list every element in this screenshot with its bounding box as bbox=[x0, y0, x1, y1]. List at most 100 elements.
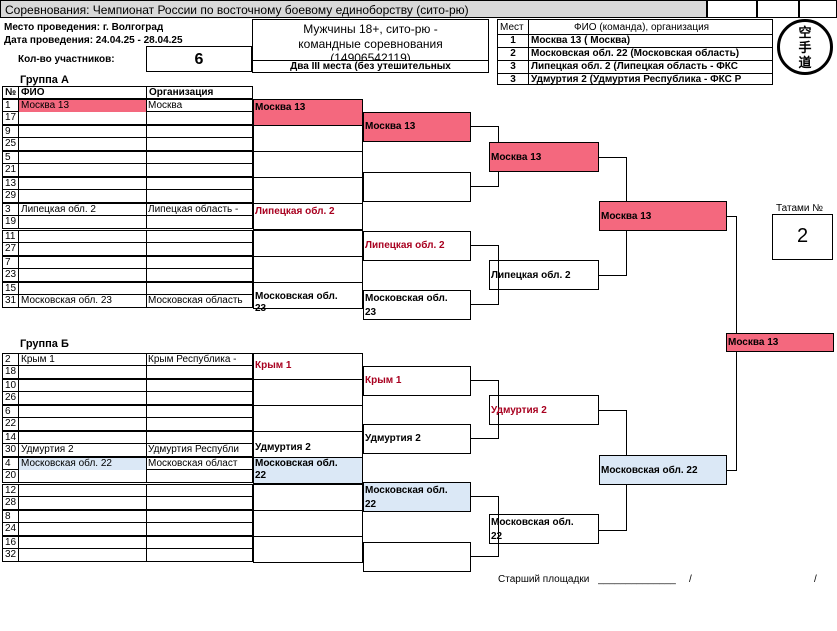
r1-a-box bbox=[253, 177, 363, 204]
row-name bbox=[19, 257, 146, 269]
row-name bbox=[19, 366, 146, 378]
r1-a-box bbox=[253, 256, 363, 283]
referee-separator-1: / bbox=[689, 574, 692, 585]
table-row: 16 bbox=[2, 536, 253, 549]
r4-box-label: Московская обл. 22 bbox=[601, 465, 698, 476]
results-name-4: Удмуртия 2 (Удмуртия Республика - ФКС Р bbox=[531, 74, 742, 85]
results-place-2: 2 bbox=[510, 48, 516, 59]
row-number: 13 bbox=[5, 178, 17, 189]
r2-box-label: Крым 1 bbox=[365, 375, 402, 386]
row-name bbox=[19, 380, 146, 392]
table-row: 14 bbox=[2, 431, 253, 444]
row-number: 1 bbox=[5, 100, 11, 111]
table-row: 20 bbox=[2, 470, 253, 483]
r1-b-box bbox=[253, 379, 363, 406]
row-number: 22 bbox=[5, 418, 17, 429]
r4-box: Московская обл. 22 bbox=[599, 455, 727, 485]
table-row: 28 bbox=[2, 497, 253, 510]
r1-b-box: Крым 1 bbox=[253, 353, 363, 380]
r2-box: Московская обл.22 bbox=[363, 482, 471, 512]
r1-a-box bbox=[253, 230, 363, 257]
row-name bbox=[19, 418, 146, 430]
table-row: 19 bbox=[2, 216, 253, 229]
r2-box: Липецкая обл. 2 bbox=[363, 231, 471, 261]
tatami-box: 2 bbox=[772, 214, 833, 260]
row-number: 6 bbox=[5, 406, 11, 417]
results-name-2: Московская обл. 22 (Московская область) bbox=[531, 48, 740, 59]
r1-b-box-label: Крым 1 bbox=[255, 360, 292, 371]
table-row: 13 bbox=[2, 177, 253, 190]
row-number: 20 bbox=[5, 470, 17, 481]
r2-box-label: Липецкая обл. 2 bbox=[365, 240, 445, 251]
r1-b-box: Удмуртия 2 bbox=[253, 431, 363, 458]
row-name bbox=[19, 243, 146, 255]
row-name bbox=[19, 537, 146, 549]
r1-b-box-label: Удмуртия 2 bbox=[255, 442, 311, 453]
row-number: 32 bbox=[5, 549, 17, 560]
r1-a-box bbox=[253, 125, 363, 152]
r3-box: Московская обл.22 bbox=[489, 514, 599, 544]
row-name bbox=[19, 523, 146, 535]
row-name bbox=[19, 549, 146, 561]
row-org: Удмуртия Республи bbox=[148, 444, 240, 455]
group-b-title: Группа Б bbox=[20, 338, 69, 350]
referee-blank: ______________ bbox=[598, 574, 676, 585]
row-name bbox=[19, 432, 146, 444]
competition-title: Соревнования: Чемпионат России по восточ… bbox=[5, 3, 469, 17]
row-number: 21 bbox=[5, 164, 17, 175]
group-a-title: Группа А bbox=[20, 74, 69, 86]
row-name bbox=[19, 392, 146, 404]
row-name bbox=[19, 112, 146, 124]
row-name bbox=[19, 485, 146, 497]
category-line-2: командные соревнования bbox=[298, 37, 443, 51]
final-box: Москва 13 bbox=[726, 333, 834, 352]
row-name bbox=[19, 497, 146, 509]
row-org: Московская область bbox=[148, 295, 243, 306]
category-note: Два III места (без утешительных bbox=[253, 60, 488, 72]
results-place-3: 3 bbox=[510, 61, 516, 72]
table-row: 18 bbox=[2, 366, 253, 379]
row-name: Московская обл. 22 bbox=[19, 458, 146, 470]
logo-text: 空手道 bbox=[798, 25, 812, 70]
results-col-place: Мест bbox=[500, 22, 524, 33]
tatami-number: 2 bbox=[796, 225, 809, 247]
col-name-header: ФИО bbox=[21, 87, 45, 98]
r1-a-box-label: Липецкая обл. 2 bbox=[255, 206, 335, 217]
r3-box: Удмуртия 2 bbox=[489, 395, 599, 425]
row-number: 24 bbox=[5, 523, 17, 534]
row-name: Удмуртия 2 bbox=[21, 444, 74, 455]
r3-box-label-2: 22 bbox=[491, 531, 503, 542]
r1-b-box bbox=[253, 484, 363, 511]
row-number: 27 bbox=[5, 243, 17, 254]
row-name: Крым 1 bbox=[21, 354, 55, 365]
table-row: 12 bbox=[2, 484, 253, 497]
r3-box-label: Липецкая обл. 2 bbox=[491, 270, 571, 281]
r3-box: Москва 13 bbox=[489, 142, 599, 172]
table-row: 15 bbox=[2, 282, 253, 295]
referee-separator-2: / bbox=[814, 574, 817, 585]
row-number: 4 bbox=[5, 458, 11, 469]
results-place-1: 1 bbox=[510, 35, 516, 46]
results-name-3: Липецкая обл. 2 (Липецкая область - ФКС bbox=[531, 61, 738, 72]
title-bar: Соревнования: Чемпионат России по восточ… bbox=[0, 0, 707, 18]
row-name bbox=[19, 190, 146, 202]
row-number: 8 bbox=[5, 511, 11, 522]
r1-a-box bbox=[253, 151, 363, 178]
row-org: Липецкая область - bbox=[148, 204, 239, 215]
row-number: 15 bbox=[5, 283, 17, 294]
row-name: Москва 13 bbox=[19, 100, 146, 112]
row-number: 12 bbox=[5, 485, 17, 496]
row-number: 29 bbox=[5, 190, 17, 201]
table-row: 24 bbox=[2, 523, 253, 536]
participant-count-label: Кол-во участников: bbox=[18, 54, 115, 65]
r1-a-box-label: Московская обл. bbox=[255, 291, 338, 302]
row-number: 30 bbox=[5, 444, 17, 455]
participant-count-value: 6 bbox=[194, 51, 204, 68]
table-row: 17 bbox=[2, 112, 253, 125]
row-name bbox=[19, 138, 146, 150]
row-number: 19 bbox=[5, 216, 17, 227]
r1-b-box: Московская обл.22 bbox=[253, 457, 363, 484]
